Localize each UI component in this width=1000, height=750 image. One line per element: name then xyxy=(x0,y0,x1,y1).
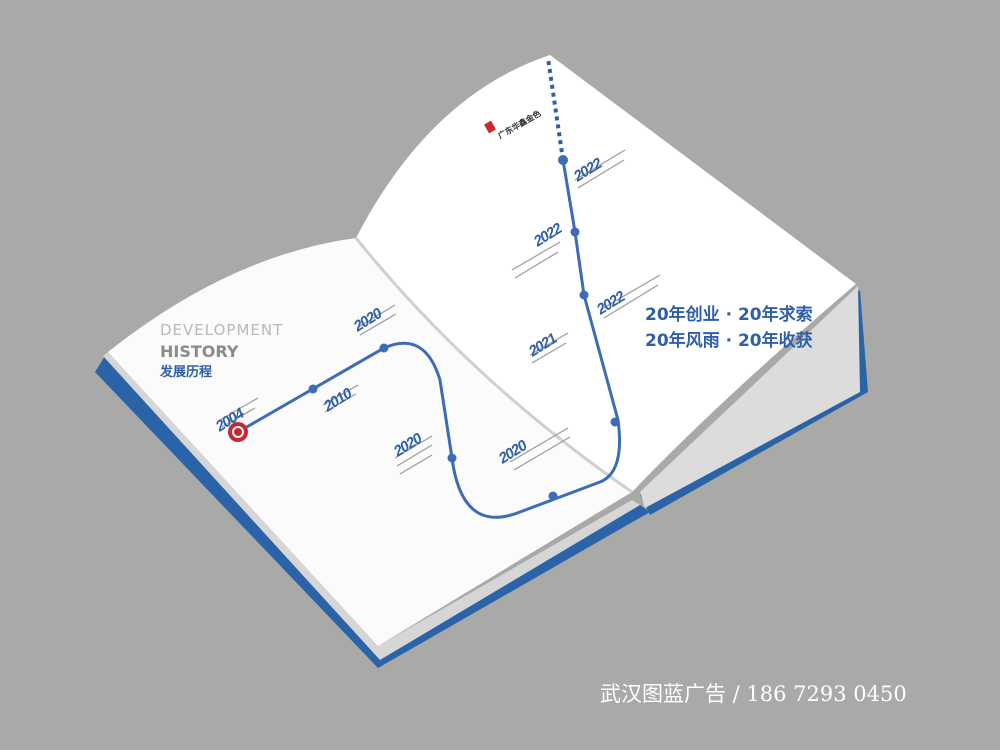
heading-cn: 发展历程 xyxy=(160,365,213,380)
logo-icon xyxy=(228,422,248,442)
timeline-node xyxy=(610,417,620,427)
timeline-line xyxy=(237,159,622,519)
body-text-placeholder xyxy=(219,149,661,475)
book-cover xyxy=(95,356,650,668)
timeline-dotted xyxy=(546,57,565,161)
timeline-node xyxy=(570,227,580,237)
timeline-node xyxy=(379,343,389,353)
gutter-shadow xyxy=(354,237,633,494)
page-stack-left xyxy=(103,352,640,660)
slogan-line-2: 20年风雨 · 20年收获 xyxy=(645,331,813,351)
watermark: 武汉图蓝广告 / 186 7293 0450 xyxy=(600,682,907,706)
logo-glyph-icon xyxy=(232,426,244,438)
heading-history: HISTORY xyxy=(160,342,239,361)
page-stack-right xyxy=(640,286,860,508)
timeline-node xyxy=(558,155,568,165)
timeline-node xyxy=(308,384,318,394)
heading-development: DEVELOPMENT xyxy=(160,321,284,339)
brand-logo-icon xyxy=(484,120,496,134)
left-page xyxy=(108,238,632,646)
right-page xyxy=(356,55,856,492)
timeline-node xyxy=(579,290,589,300)
slogan-line-1: 20年创业 · 20年求索 xyxy=(645,305,813,325)
timeline-node xyxy=(548,491,558,501)
timeline-node xyxy=(447,453,457,463)
